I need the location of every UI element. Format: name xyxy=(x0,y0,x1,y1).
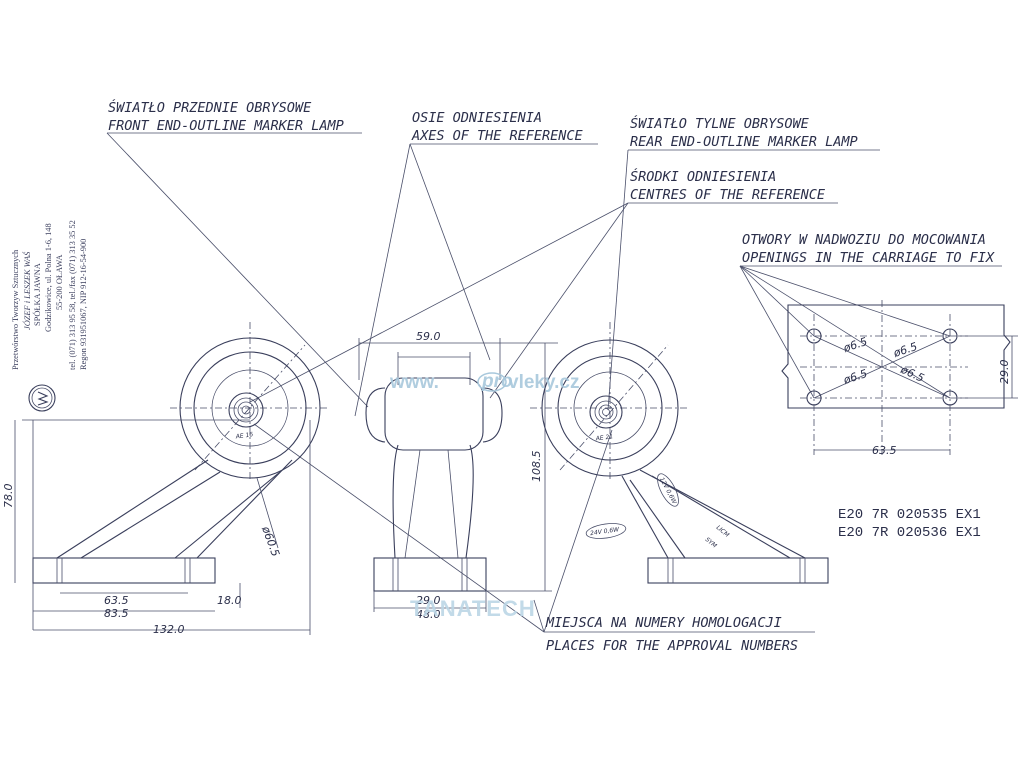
front-view: AE 16 78.0 ø60.5 63.5 83.5 18.0 132.0 xyxy=(2,322,330,636)
leader-lines xyxy=(106,132,1002,633)
hole-diameter-1: ø6.5 xyxy=(841,335,869,355)
dim-front-height: 78.0 xyxy=(2,484,15,509)
dim-holes-height: 29.0 xyxy=(998,360,1011,385)
hole-diameter-4: ø6.5 xyxy=(898,363,926,385)
stamp-line-1: Przetwórstwo Tworzyw Sztucznych xyxy=(11,249,20,370)
hole-diameter-2: ø6.5 xyxy=(891,340,919,360)
manufacturer-stamp: Przetwórstwo Tworzyw Sztucznych JÓZEF i … xyxy=(11,220,88,412)
front-lens-mark: AE 16 xyxy=(234,431,253,441)
front-marker-label-en: FRONT END-OUTLINE MARKER LAMP xyxy=(108,118,344,134)
stamp-logo xyxy=(28,384,56,412)
watermarks: www. pro vleky.cz TANATECH xyxy=(389,371,579,621)
svg-text:24V 0,6W: 24V 0,6W xyxy=(590,526,621,537)
front-marker-label-pl: ŚWIATŁO PRZEDNIE OBRYSOWE xyxy=(108,98,312,116)
stamp-line-7: Regon 931951067, NIP 912-16-54-900 xyxy=(79,239,88,370)
watermark-site-suffix: vleky.cz xyxy=(508,372,579,393)
side-view: 59.0 108.5 29.0 48.0 xyxy=(358,330,558,621)
callout-labels: ŚWIATŁO PRZEDNIE OBRYSOWE FRONT END-OUTL… xyxy=(108,98,995,654)
rear-view: AE 21 12V 0,6W 24V 0,6W LICM SYM xyxy=(530,322,829,584)
rear-marker-label-pl: ŚWIATŁO TYLNE OBRYSOWE xyxy=(630,114,810,132)
dim-front-outer-spacing: 83.5 xyxy=(104,607,129,620)
centres-label-en: CENTRES OF THE REFERENCE xyxy=(630,187,826,203)
rear-marker-label-en: REAR END-OUTLINE MARKER LAMP xyxy=(630,134,858,150)
watermark-site-prefix: www. xyxy=(389,372,439,393)
dim-side-top-width: 59.0 xyxy=(416,330,441,343)
hole-diameter-3: ø6.5 xyxy=(841,367,869,387)
approval-codes: E20 7R 020535 EX1 E20 7R 020536 EX1 xyxy=(838,507,981,541)
rear-lens-mark: AE 21 xyxy=(594,433,613,442)
approval-label-en: PLACES FOR THE APPROVAL NUMBERS xyxy=(546,638,798,654)
watermark-site-middle: pro xyxy=(481,371,513,392)
watermark-brand: TANATECH xyxy=(410,596,536,621)
sym-mark: SYM xyxy=(704,536,719,550)
dim-front-diameter: ø60.5 xyxy=(259,524,282,559)
stamp-line-6: tel. (071) 313 95 58, tel./fax (071) 313… xyxy=(68,220,77,370)
dim-front-base-height: 18.0 xyxy=(217,594,242,607)
hole-pattern: ø6.5 ø6.5 ø6.5 ø6.5 29.0 63.5 xyxy=(781,300,1018,457)
watermark-pro-oval xyxy=(477,372,507,392)
stamp-line-3: SPÓŁKA JAWNA xyxy=(32,263,42,326)
axes-label-pl: OSIE ODNIESIENIA xyxy=(412,110,542,126)
lick-mark: LICM xyxy=(715,524,731,539)
stamp-line-4: Godzikowice, ul. Polna 1-6, 148 xyxy=(44,223,53,332)
approval-label-pl: MIEJSCA NA NUMERY HOMOLOGACJI xyxy=(545,615,782,631)
approval-code-1: E20 7R 020535 EX1 xyxy=(838,507,981,523)
openings-label-en: OPENINGS IN THE CARRIAGE TO FIX xyxy=(742,250,995,266)
dim-side-height: 108.5 xyxy=(530,451,543,483)
openings-label-pl: OTWORY W NADWOZIU DO MOCOWANIA xyxy=(742,232,986,248)
approval-code-2: E20 7R 020536 EX1 xyxy=(838,525,981,541)
stamp-line-2: JÓZEF i LESZEK WAŚ xyxy=(22,251,32,330)
dim-side-base-width: 48.0 xyxy=(416,608,441,621)
centres-label-pl: ŚRODKI ODNIESIENIA xyxy=(630,167,776,185)
dim-front-total-width: 132.0 xyxy=(153,623,185,636)
axes-label-en: AXES OF THE REFERENCE xyxy=(411,128,584,144)
dim-holes-width: 63.5 xyxy=(872,444,897,457)
dim-side-inner-width: 29.0 xyxy=(416,594,441,607)
dim-front-inner-spacing: 63.5 xyxy=(104,594,129,607)
bulb-24v-mark: 24V 0,6W xyxy=(585,523,627,539)
stamp-line-5: 55-200 OŁAWA xyxy=(55,255,64,310)
